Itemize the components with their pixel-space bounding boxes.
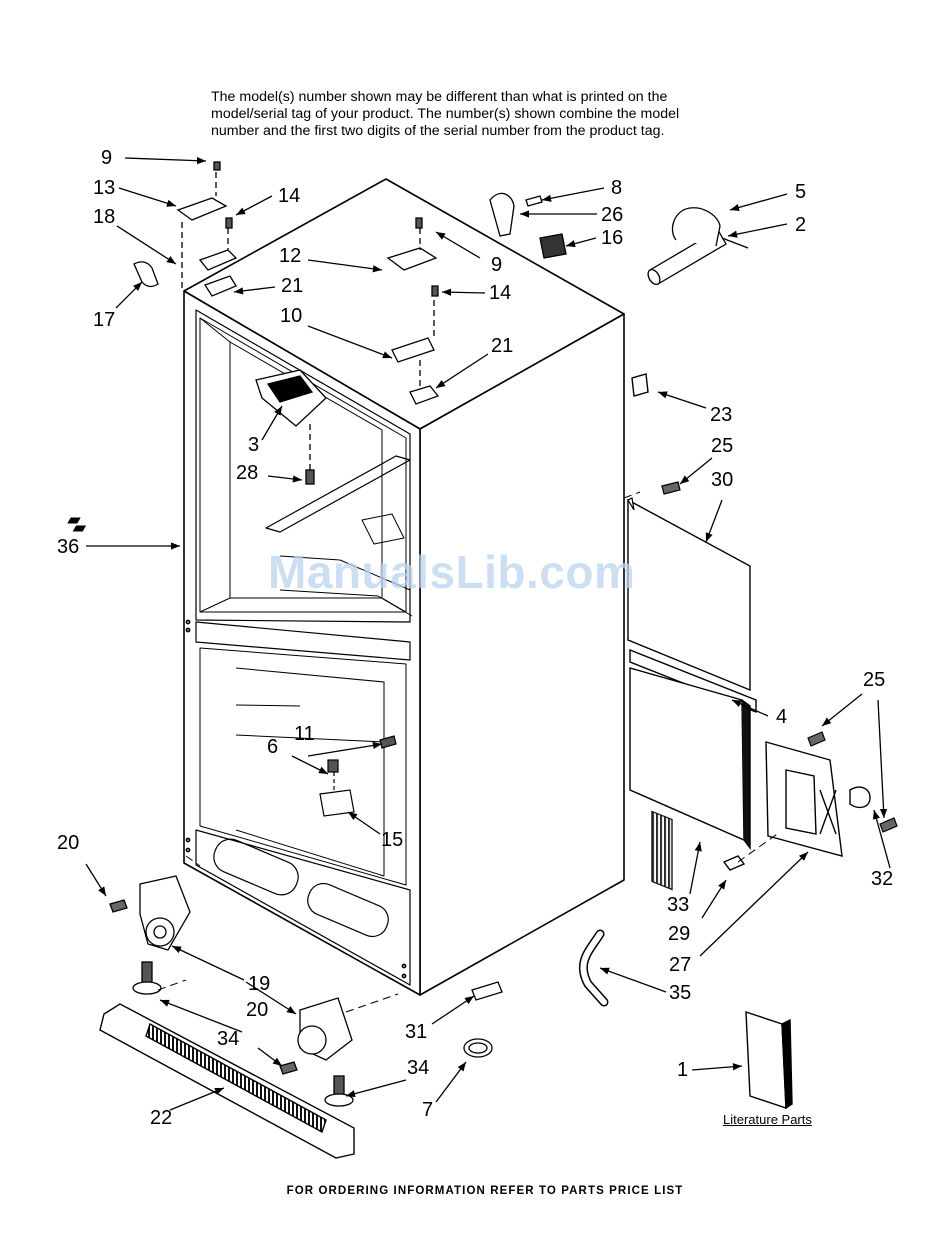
- water-tube-assembly: [647, 207, 749, 286]
- callout-26: 26: [601, 204, 624, 226]
- callout-10: 10: [280, 305, 303, 327]
- callout-21-left: 21: [281, 275, 304, 297]
- toe-grille: [99, 1003, 355, 1159]
- refrigerator-cabinet: [67, 178, 625, 996]
- callout-20-upper: 20: [57, 832, 80, 854]
- callout-29: 29: [668, 923, 691, 945]
- callout-4: 4: [776, 706, 788, 728]
- callout-12: 12: [279, 245, 302, 267]
- callout-27: 27: [669, 954, 692, 976]
- callout-33: 33: [667, 894, 690, 916]
- callout-9-left: 9: [101, 147, 113, 169]
- watermark: ManualsLib.com: [268, 546, 636, 598]
- callout-32: 32: [871, 868, 894, 890]
- callout-21-right: 21: [491, 335, 514, 357]
- screws: [627, 481, 898, 833]
- callout-11: 11: [294, 723, 315, 745]
- model-number-note: The model(s) number shown may be differe…: [211, 89, 771, 140]
- callout-34-right: 34: [407, 1057, 430, 1079]
- callout-18: 18: [93, 206, 116, 228]
- callout-2: 2: [795, 214, 807, 236]
- side-panels: [627, 373, 871, 891]
- door-switch-assembly: [489, 192, 567, 259]
- ordering-footer: FOR ORDERING INFORMATION REFER TO PARTS …: [286, 1185, 684, 1197]
- callout-23: 23: [710, 404, 733, 426]
- callout-35: 35: [669, 982, 692, 1004]
- callout-28: 28: [236, 462, 259, 484]
- callout-25-upper: 25: [711, 435, 734, 457]
- callout-1: 1: [677, 1059, 689, 1081]
- callout-5: 5: [795, 181, 807, 203]
- callout-36: 36: [57, 536, 80, 558]
- callout-31: 31: [405, 1021, 428, 1043]
- hinge-assembly-left: [133, 161, 238, 297]
- callout-25-right: 25: [863, 669, 886, 691]
- callout-17: 17: [93, 309, 116, 331]
- callout-8: 8: [611, 177, 623, 199]
- note-line-3: number and the first two digits of the s…: [211, 123, 665, 139]
- note-line-1: The model(s) number shown may be differe…: [211, 89, 668, 105]
- callout-13: 13: [93, 177, 116, 199]
- callout-19: 19: [248, 973, 271, 995]
- callout-6: 6: [267, 736, 279, 758]
- callout-16: 16: [601, 227, 624, 249]
- roller-and-leg-assemblies: [109, 875, 503, 1107]
- leader-arrows: [85, 157, 891, 1111]
- light-housing: [255, 369, 327, 485]
- callout-7: 7: [422, 1099, 434, 1121]
- callout-14-left: 14: [278, 185, 301, 207]
- callout-34-left: 34: [217, 1028, 240, 1050]
- note-line-2: model/serial tag of your product. The nu…: [211, 106, 680, 122]
- callout-3: 3: [248, 434, 260, 456]
- callout-20-lower: 20: [246, 999, 269, 1021]
- hinge-assembly-right: [386, 217, 440, 405]
- literature-book: [745, 1011, 793, 1110]
- literature-parts-label: Literature Parts: [723, 1112, 812, 1127]
- callout-30: 30: [711, 469, 734, 491]
- callout-9-right: 9: [491, 254, 503, 276]
- callout-14-right: 14: [489, 282, 512, 304]
- callout-22: 22: [150, 1107, 173, 1129]
- assembly-guide-lines: [157, 491, 781, 1013]
- callout-15: 15: [381, 829, 404, 851]
